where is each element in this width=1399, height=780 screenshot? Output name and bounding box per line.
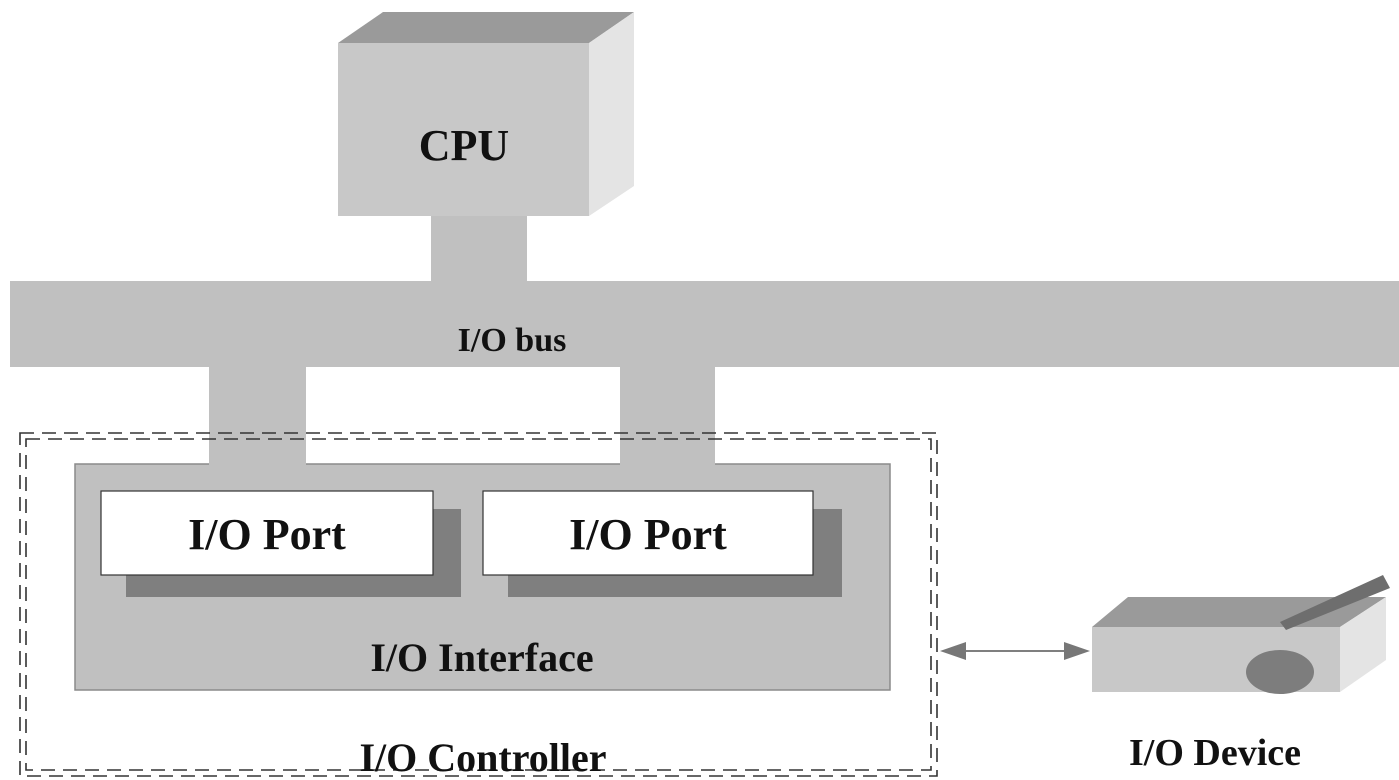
cpu-top-face bbox=[338, 12, 634, 43]
port-1-connector bbox=[209, 366, 306, 494]
cpu-bus-connector bbox=[431, 216, 527, 282]
io-port-1: I/O Port bbox=[100, 490, 461, 597]
arrow-head-right-icon bbox=[1064, 642, 1090, 660]
io-bus-bar bbox=[10, 281, 1399, 367]
io-port-1-box bbox=[100, 490, 434, 576]
port-2-connector bbox=[620, 366, 715, 496]
io-bus-label: I/O bus bbox=[458, 322, 567, 359]
io-controller-border-inner bbox=[25, 438, 932, 771]
cpu-side-face bbox=[589, 12, 634, 216]
io-controller-label: I/O Controller bbox=[359, 735, 606, 780]
io-port-2-label: I/O Port bbox=[569, 510, 727, 559]
device-lid-icon bbox=[1280, 575, 1390, 630]
io-device-label: I/O Device bbox=[1129, 732, 1301, 774]
io-port-1-label: I/O Port bbox=[188, 510, 346, 559]
io-controller-border-outer bbox=[19, 432, 938, 777]
cpu-front-face bbox=[338, 43, 589, 216]
device-side-face bbox=[1340, 597, 1386, 692]
io-port-2-box bbox=[482, 490, 814, 576]
controller-device-arrow bbox=[940, 642, 1090, 660]
io-controller: I/O Controller bbox=[19, 432, 938, 780]
cpu-label: CPU bbox=[419, 121, 509, 170]
io-interface-label: I/O Interface bbox=[370, 635, 593, 680]
cpu-block: CPU bbox=[338, 12, 634, 216]
arrow-head-left-icon bbox=[940, 642, 966, 660]
device-button-icon bbox=[1246, 650, 1314, 694]
io-device: I/O Device bbox=[1092, 575, 1390, 774]
io-bus: I/O bus bbox=[10, 281, 1399, 367]
io-port-2: I/O Port bbox=[482, 490, 842, 597]
device-top-face bbox=[1092, 597, 1386, 627]
